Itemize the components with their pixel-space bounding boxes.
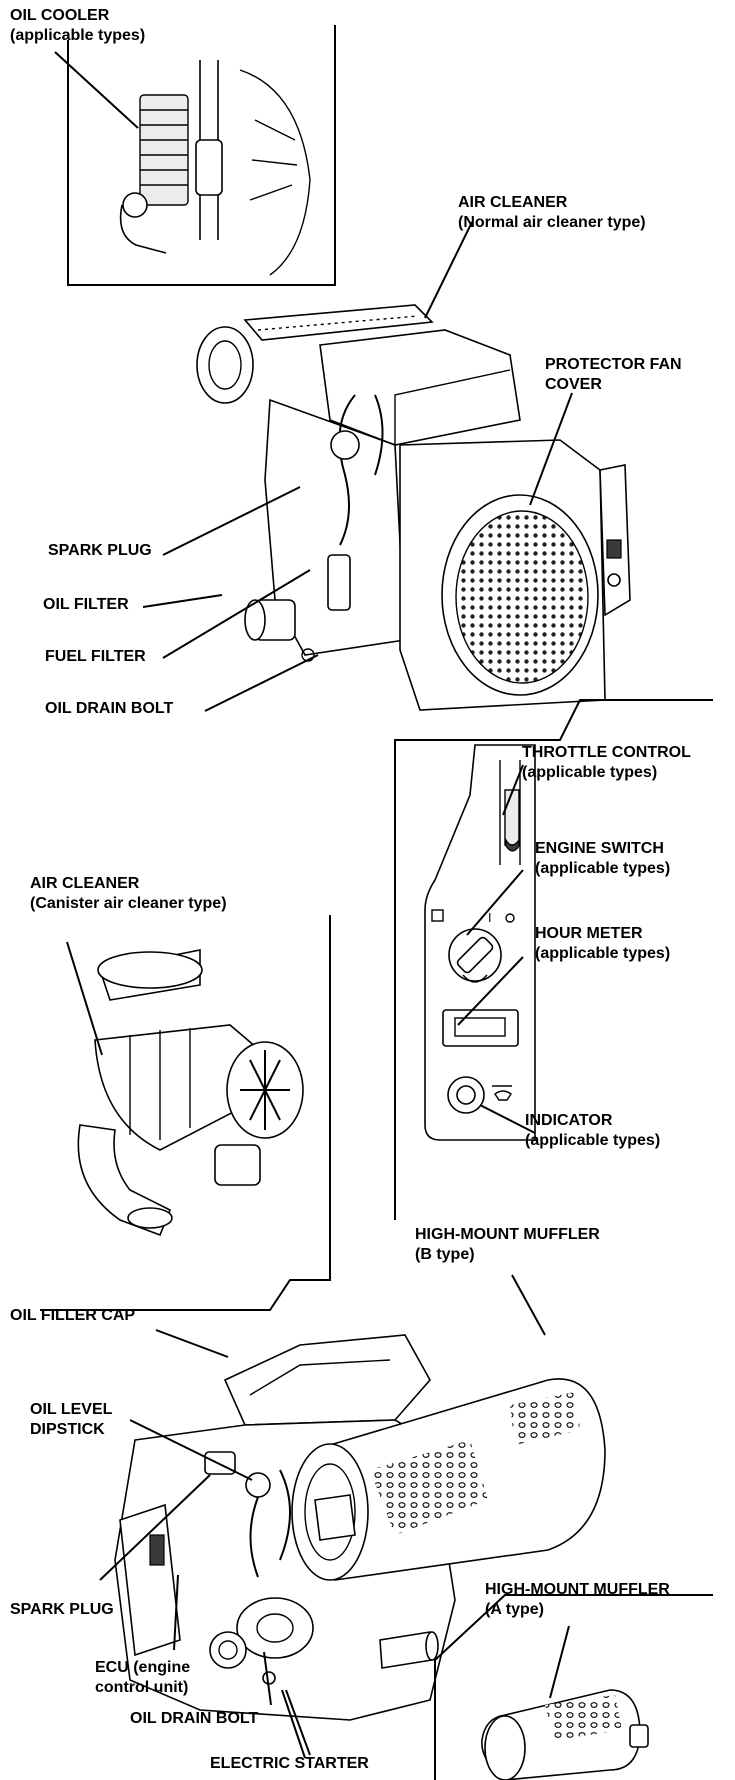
label-air-cleaner-canister: AIR CLEANER(Canister air cleaner type) bbox=[30, 875, 227, 912]
leader-lines bbox=[54, 51, 573, 1759]
label-oil-drain-bolt-top: OIL DRAIN BOLT bbox=[45, 700, 174, 717]
bottom-engine-illustration bbox=[114, 1334, 606, 1721]
label-throttle-control: THROTTLE CONTROL(applicable types) bbox=[522, 744, 691, 781]
top-engine-illustration bbox=[196, 304, 631, 711]
label-spark-plug-top: SPARK PLUG bbox=[48, 542, 152, 559]
label-spark-plug-bottom: SPARK PLUG bbox=[10, 1601, 114, 1618]
switch-on-mark: I bbox=[488, 911, 492, 925]
label-oil-filler-cap: OIL FILLER CAP bbox=[10, 1307, 136, 1324]
label-indicator: INDICATOR(applicable types) bbox=[525, 1112, 661, 1149]
oil-cooler-inset bbox=[67, 25, 336, 286]
label-high-mount-muffler-a: HIGH-MOUNT MUFFLER(A type) bbox=[485, 1581, 670, 1618]
control-panel-inset: I bbox=[394, 699, 713, 1220]
label-high-mount-muffler-b: HIGH-MOUNT MUFFLER(B type) bbox=[415, 1226, 600, 1263]
label-hour-meter: HOUR METER(applicable types) bbox=[535, 925, 671, 962]
label-fuel-filter: FUEL FILTER bbox=[45, 648, 146, 665]
label-oil-cooler: OIL COOLER(applicable types) bbox=[10, 7, 146, 44]
label-oil-drain-bolt-bottom: OIL DRAIN BOLT bbox=[130, 1710, 259, 1727]
label-engine-switch: ENGINE SWITCH(applicable types) bbox=[535, 840, 671, 877]
canister-air-cleaner-inset bbox=[40, 915, 331, 1311]
label-air-cleaner-normal: AIR CLEANER(Normal air cleaner type) bbox=[458, 194, 646, 231]
muffler-a-inset bbox=[434, 1594, 713, 1780]
label-oil-filter: OIL FILTER bbox=[43, 596, 129, 613]
label-electric-starter: ELECTRIC STARTER bbox=[210, 1755, 369, 1772]
